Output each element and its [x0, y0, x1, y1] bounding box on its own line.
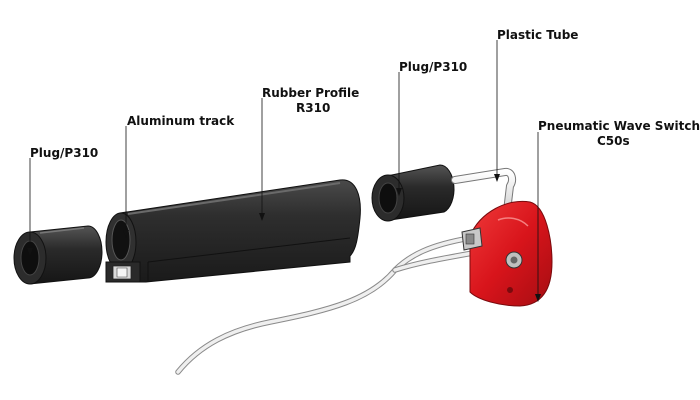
label-plug-left: Plug/P310: [30, 146, 98, 160]
plastic-tube-icon: [451, 167, 517, 232]
label-rubber-profile-code: R310: [296, 101, 330, 115]
label-rubber-profile: Rubber Profile: [262, 86, 359, 100]
leader-arrowheads: [27, 174, 541, 302]
aluminum-track-icon: [112, 265, 132, 280]
leader-lines: [29, 40, 539, 296]
plug-right-icon: [371, 164, 455, 222]
label-wave-switch: Pneumatic Wave Switch: [538, 119, 700, 133]
label-wave-switch-model: C50s: [597, 134, 630, 148]
cable-icon: [175, 235, 493, 375]
label-plastic-tube: Plastic Tube: [497, 28, 578, 42]
label-aluminum-track: Aluminum track: [127, 114, 235, 128]
rubber-profile-icon: [105, 179, 361, 283]
wave-switch-icon: [461, 200, 553, 307]
plug-left-icon: [13, 225, 103, 285]
label-plug-right: Plug/P310: [399, 60, 467, 74]
